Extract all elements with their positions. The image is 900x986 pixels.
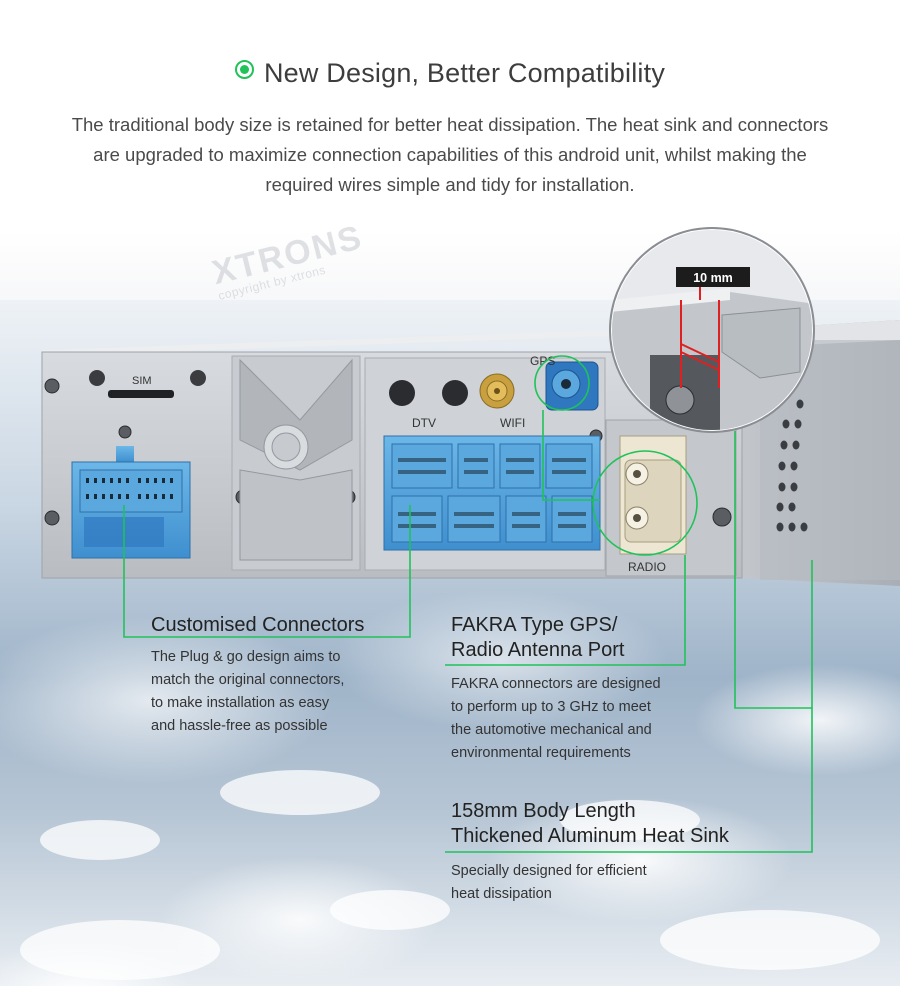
antenna-ports: DTV WIFI GPS xyxy=(389,354,599,430)
radio-fakra-connector: RADIO xyxy=(619,435,687,574)
callout-lines xyxy=(123,355,813,853)
zoom-detail-circle: 10 mm xyxy=(609,227,815,433)
intro-paragraph: The traditional body size is retained fo… xyxy=(40,110,860,200)
feature-text: Specially designed for efficient heat di… xyxy=(451,863,647,902)
feature-heading: 158mm Body Length Thickened Aluminum Hea… xyxy=(451,800,729,847)
intro-line: The traditional body size is retained fo… xyxy=(71,114,829,135)
feature-heading: Customised Connectors xyxy=(151,614,365,636)
iso-connector-left xyxy=(71,446,191,559)
radio-dot-icon xyxy=(234,60,254,79)
iso-connector-middle xyxy=(383,435,601,551)
feature-text: The Plug & go design aims to match the o… xyxy=(151,649,345,734)
sim-area: SIM xyxy=(89,370,206,398)
cast-x-pattern xyxy=(239,358,353,561)
feature-heading: FAKRA Type GPS/ Radio Antenna Port xyxy=(451,614,625,661)
intro-line: are upgraded to maximize connection capa… xyxy=(93,144,807,165)
sim-label: SIM xyxy=(132,375,152,387)
feature-text: FAKRA connectors are designed to perform… xyxy=(451,676,661,761)
radio-label: RADIO xyxy=(628,560,666,574)
heat-sink-body xyxy=(740,320,900,586)
gps-fakra-connector xyxy=(545,361,599,411)
intro-line: required wires simple and tidy for insta… xyxy=(265,174,635,195)
dtv-label: DTV xyxy=(412,416,436,430)
gps-label: GPS xyxy=(530,354,555,368)
wifi-sma-connector xyxy=(479,373,515,409)
measure-label: 10 mm xyxy=(693,271,733,285)
page-title: New Design, Better Compatibility xyxy=(0,58,900,89)
wifi-label: WIFI xyxy=(500,416,525,430)
